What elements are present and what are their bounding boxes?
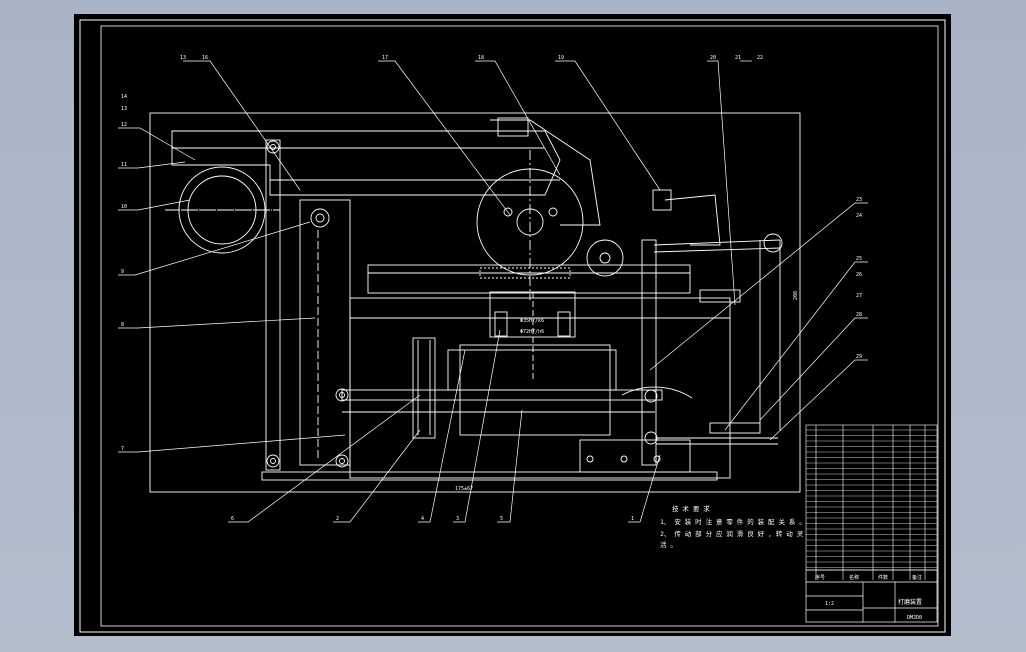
- balloon-8: 8: [121, 322, 124, 328]
- balloon-7: 7: [121, 446, 124, 452]
- housing-outline: [149, 112, 801, 493]
- spindle-block: [489, 291, 576, 338]
- balloon-18: 18: [478, 55, 484, 61]
- balloon-21: 21: [735, 55, 741, 61]
- balloon-14: 14: [121, 94, 127, 100]
- sheet-background: [74, 14, 951, 636]
- worktable: [367, 264, 691, 294]
- header-seq: 序号: [815, 574, 825, 581]
- tech-req-title: 技 术 要 求: [672, 504, 710, 513]
- mid-frame: [349, 297, 731, 479]
- balloon-4: 4: [421, 516, 424, 522]
- header-name: 名称: [849, 574, 859, 581]
- balloon-23: 23: [856, 197, 862, 203]
- technical-requirements: 技 术 要 求 1、 安 装 时 注 意 零 件 的 装 配 关 系 。 2、 …: [660, 504, 806, 549]
- dimension-right: 208: [793, 291, 799, 300]
- balloon-13: 13: [180, 55, 186, 61]
- inner-frame: [100, 25, 939, 627]
- cam-wheel: [586, 239, 624, 277]
- balloon-3: 3: [456, 516, 459, 522]
- balloon-1: 1: [631, 516, 634, 522]
- balloon-19: 19: [558, 55, 564, 61]
- balloon-labels: 13 16 17 18 19 20 21 22 14 13 12 11 10 9…: [121, 55, 862, 522]
- left-column: [265, 139, 281, 471]
- balloon-27: 27: [856, 293, 862, 299]
- balloon-25: 25: [856, 256, 862, 262]
- balloon-13-left: 13: [121, 106, 127, 112]
- dimension-bottom: 175±67: [455, 486, 473, 492]
- balloon-29: 29: [856, 354, 862, 360]
- balloon-16: 16: [202, 55, 208, 61]
- balloon-11: 11: [121, 162, 127, 168]
- outer-frame: [79, 19, 946, 633]
- tech-req-2b: 活 。: [660, 540, 677, 549]
- drawing-name: 打磨装置: [898, 598, 922, 606]
- balloon-17: 17: [382, 55, 388, 61]
- balloon-26: 26: [856, 272, 862, 278]
- balloon-6: 6: [231, 516, 234, 522]
- balloon-28: 28: [856, 312, 862, 318]
- parts-list-rows: [806, 429, 937, 568]
- right-lever: [641, 239, 657, 466]
- title-block: [805, 569, 938, 623]
- dimension-fit-2: Φ72H7/h6: [520, 329, 544, 335]
- dimension-fit-1: Φ35H7/k6: [520, 318, 544, 324]
- leader-lines: [118, 60, 868, 523]
- balloon-5: 5: [500, 516, 503, 522]
- balloon-20: 20: [710, 55, 716, 61]
- balloon-22: 22: [757, 55, 763, 61]
- tech-req-1: 1、 安 装 时 注 意 零 件 的 装 配 关 系 。: [660, 517, 806, 526]
- balloon-10: 10: [121, 204, 127, 210]
- balloon-2: 2: [336, 516, 339, 522]
- top-arm: [171, 130, 561, 196]
- base-plate: [261, 471, 718, 481]
- balloon-12: 12: [121, 122, 127, 128]
- tech-req-2: 2、 传 动 部 分 应 润 滑 良 好 , 转 动 灵: [660, 529, 804, 538]
- assembly-drawing: [149, 112, 801, 493]
- header-qty: 件数: [878, 574, 888, 581]
- balloon-24: 24: [856, 213, 862, 219]
- drawing-code: DMJD0: [907, 615, 922, 621]
- drawing-scale: 1:2: [825, 601, 834, 607]
- linkage-bar: [341, 389, 663, 401]
- header-note: 备注: [912, 574, 922, 581]
- balloon-9: 9: [121, 269, 124, 275]
